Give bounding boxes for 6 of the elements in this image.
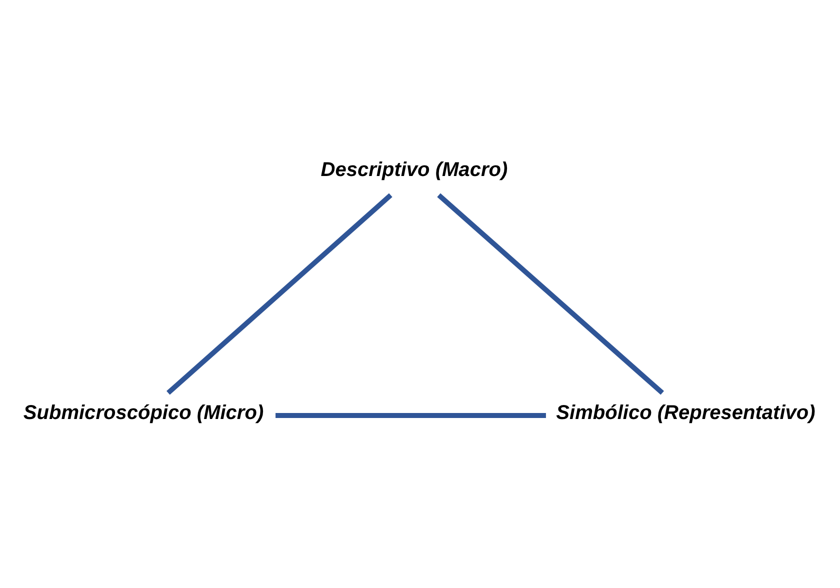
connector — [276, 412, 546, 418]
connector — [437, 193, 664, 395]
node-text: Submicroscópico (Micro) — [23, 402, 264, 424]
node-text: Simbólico (Representativo) — [556, 402, 816, 424]
node-text: Descriptivo (Macro) — [320, 159, 508, 182]
connector — [166, 193, 392, 395]
